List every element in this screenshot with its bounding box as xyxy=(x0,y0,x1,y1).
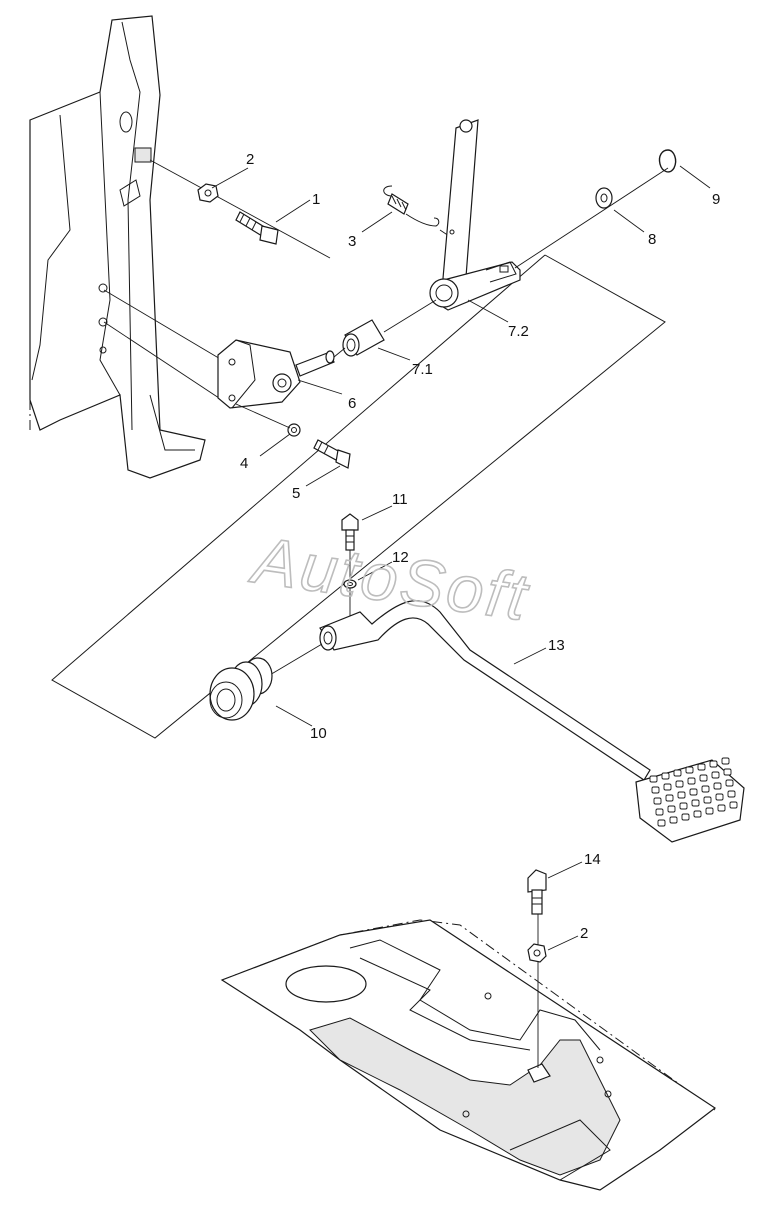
grip-square xyxy=(651,786,660,794)
callout-9: 9 xyxy=(712,191,720,208)
grip-square xyxy=(697,763,706,771)
pedal-pad-grip xyxy=(649,757,738,827)
part-bolt-5 xyxy=(313,439,351,469)
part-bushing-7-1 xyxy=(342,299,437,357)
part-bolt-1 xyxy=(235,211,279,245)
callout-10: 10 xyxy=(310,725,327,742)
part-clip-9 xyxy=(514,149,677,269)
callout-8: 8 xyxy=(648,231,656,248)
grip-square xyxy=(713,782,722,790)
callout-7-2: 7.2 xyxy=(508,323,529,340)
grip-square xyxy=(663,783,672,791)
grip-square xyxy=(673,769,682,777)
grip-square xyxy=(677,791,686,799)
grip-square xyxy=(721,757,730,765)
grip-square xyxy=(689,788,698,796)
part-nut-2 xyxy=(149,159,331,259)
callout-3: 3 xyxy=(348,233,356,250)
grip-square xyxy=(681,813,690,821)
grip-square xyxy=(667,805,676,813)
callout-7-1: 7.1 xyxy=(412,361,433,378)
grip-square xyxy=(715,793,724,801)
grip-square xyxy=(717,804,726,812)
part-washer-4 xyxy=(235,403,301,437)
part-lever-7-2 xyxy=(429,119,521,311)
callout-1: 1 xyxy=(312,191,320,208)
side-panel xyxy=(29,15,206,479)
callout-2-floor: 2 xyxy=(580,925,588,942)
grip-square xyxy=(723,768,732,776)
part-nut-2-floor xyxy=(527,943,547,963)
grip-square xyxy=(653,797,662,805)
part-bolt-14 xyxy=(527,869,547,915)
grip-square xyxy=(685,766,694,774)
label-leaders xyxy=(211,165,711,951)
callout-11: 11 xyxy=(392,491,408,508)
grip-square xyxy=(661,772,670,780)
grip-square xyxy=(729,801,738,809)
grip-square xyxy=(679,802,688,810)
grip-square xyxy=(687,777,696,785)
grip-square xyxy=(727,790,736,798)
grip-square xyxy=(703,796,712,804)
part-washer-8 xyxy=(595,187,613,209)
grip-square xyxy=(665,794,674,802)
grip-square xyxy=(709,760,718,768)
part-spring-3 xyxy=(383,185,456,241)
grip-square xyxy=(649,775,658,783)
grip-square xyxy=(699,774,708,782)
grip-square xyxy=(675,780,684,788)
part-pedal-13 xyxy=(257,600,745,843)
grip-square xyxy=(693,810,702,818)
callout-2-top: 2 xyxy=(246,151,254,168)
grip-square xyxy=(711,771,720,779)
grip-square xyxy=(725,779,734,787)
part-washer-12 xyxy=(343,579,357,589)
callout-5: 5 xyxy=(292,485,300,502)
floor-plate xyxy=(220,910,717,1191)
callout-6: 6 xyxy=(348,395,356,412)
grip-square xyxy=(669,816,678,824)
part-bolt-11 xyxy=(341,513,359,618)
grip-square xyxy=(701,785,710,793)
grip-square xyxy=(657,819,666,827)
callout-12: 12 xyxy=(392,549,409,566)
assembly-plane-outline xyxy=(51,254,666,739)
part-boot-10 xyxy=(209,657,273,721)
callout-13: 13 xyxy=(548,637,565,654)
grip-square xyxy=(691,799,700,807)
grip-square xyxy=(655,808,664,816)
part-bracket-6 xyxy=(103,289,346,409)
grip-square xyxy=(705,807,714,815)
callout-4: 4 xyxy=(240,455,248,472)
callout-labels: 1 2 3 4 5 6 7.1 7.2 8 9 10 11 12 13 14 2 xyxy=(240,151,720,942)
callout-14: 14 xyxy=(584,851,601,868)
